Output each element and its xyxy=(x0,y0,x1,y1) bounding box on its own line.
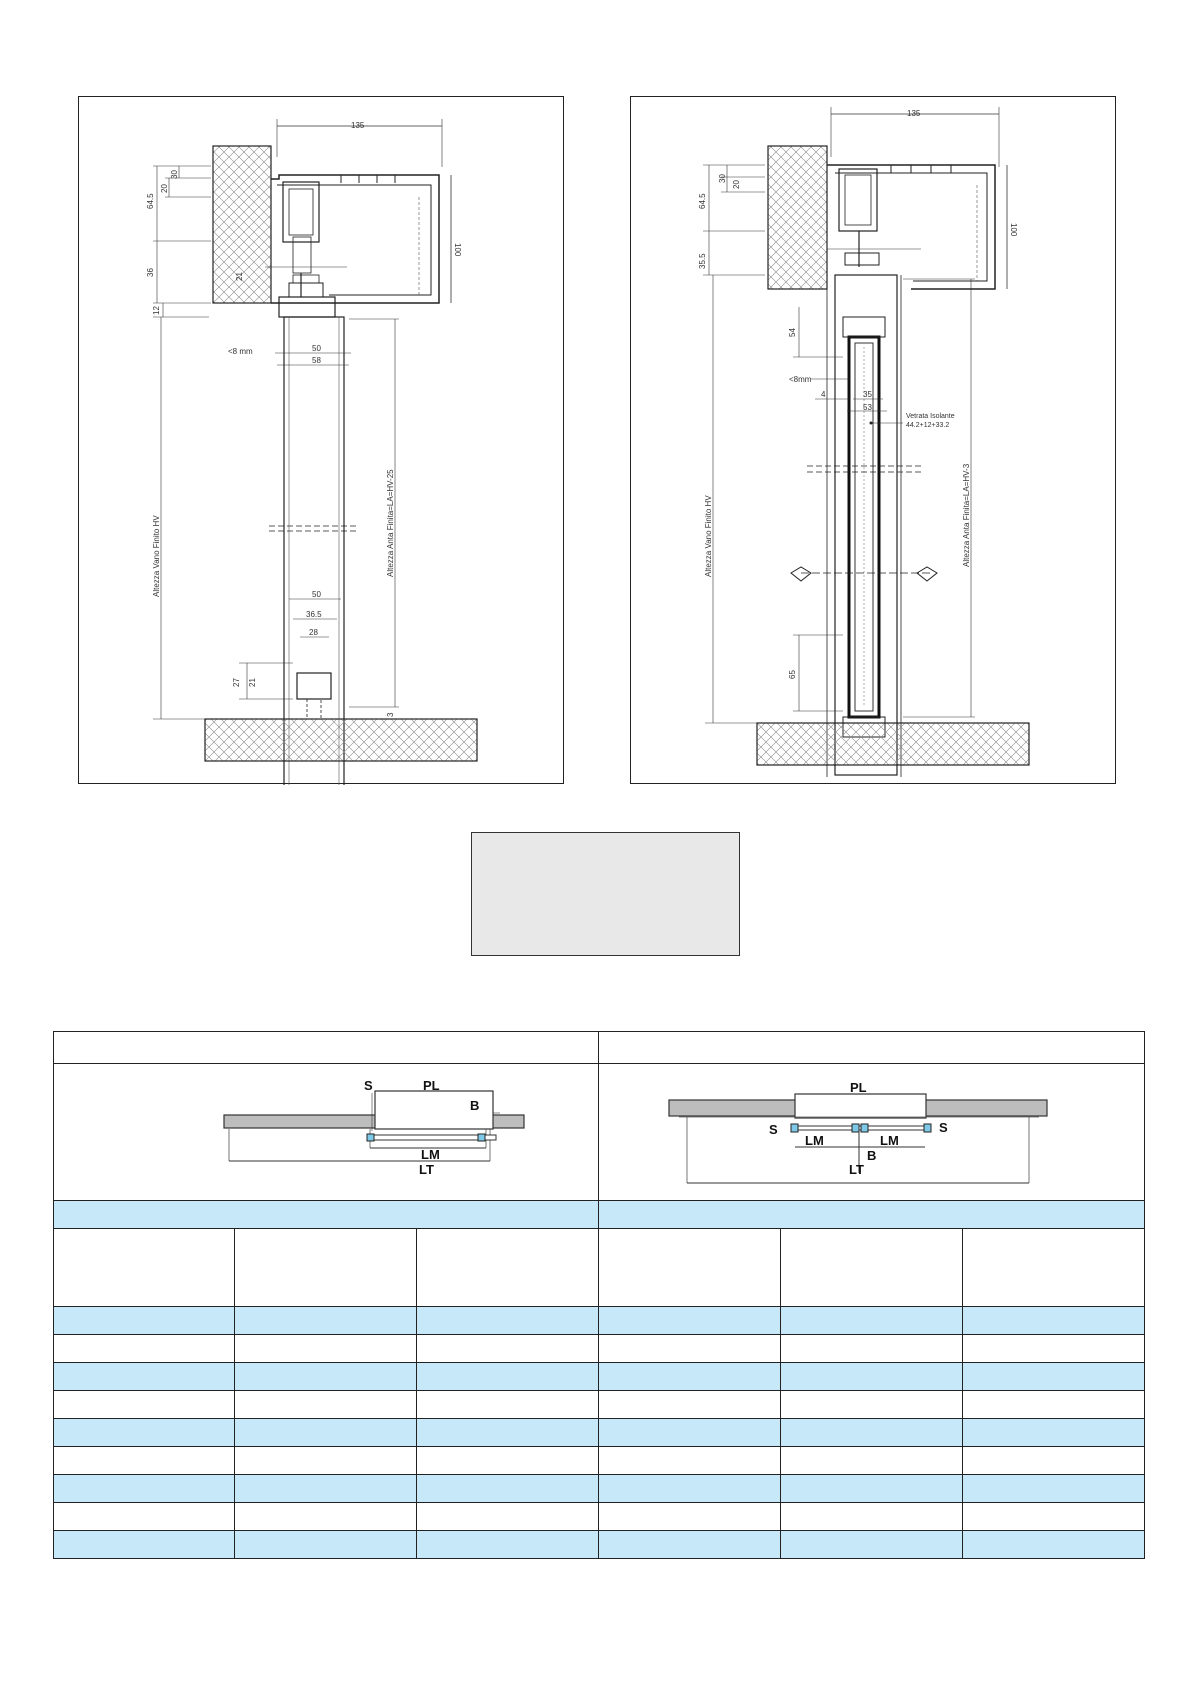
header-cell-double xyxy=(598,1031,1146,1064)
dim-35: 35 xyxy=(863,390,872,399)
table-row xyxy=(53,1334,1146,1363)
glazing-spec: 44.2+12+33.2 xyxy=(906,422,949,429)
door-leaf xyxy=(834,274,898,776)
trolley xyxy=(282,181,320,243)
table-row xyxy=(53,1530,1146,1559)
table-row xyxy=(53,1390,1146,1419)
label-lm-right: LM xyxy=(880,1133,899,1148)
gap-label: <8 mm xyxy=(228,347,253,356)
column-header-row xyxy=(53,1228,1146,1307)
dim-54: 54 xyxy=(788,328,797,337)
dim-58: 58 xyxy=(312,356,321,365)
label-b: B xyxy=(470,1098,479,1113)
table-row xyxy=(53,1418,1146,1447)
col-header-1 xyxy=(53,1228,235,1307)
wall-block xyxy=(767,145,828,290)
floor-slab xyxy=(204,718,478,762)
dim-36-5: 36.5 xyxy=(306,610,322,619)
double-door-diagram: PL S S LM LM B LT xyxy=(668,1080,1048,1183)
table-row xyxy=(53,1502,1146,1531)
dim-50: 50 xyxy=(312,344,321,353)
col-header-2 xyxy=(234,1228,417,1307)
dim-53: 53 xyxy=(863,403,872,412)
dim-35-5: 35.5 xyxy=(698,253,707,269)
dim-30: 30 xyxy=(170,170,179,179)
diagram-row: S PL B LM LT PL xyxy=(52,1063,1146,1201)
left-section-svg: 135 100 64.5 30 20 36 12 21 <8 mm 50 58 … xyxy=(146,119,478,785)
label-b: B xyxy=(867,1148,876,1163)
label-s-right: S xyxy=(939,1120,948,1135)
dim-box-100: 100 xyxy=(453,243,462,257)
dim-3: 3 xyxy=(386,712,395,717)
dim-27: 27 xyxy=(232,678,241,687)
dim-21-bottom: 21 xyxy=(248,678,257,687)
dim-50-bottom: 50 xyxy=(312,590,321,599)
wall-block xyxy=(212,145,272,304)
label-pl: PL xyxy=(423,1078,440,1093)
diagram-double-cell: PL S S LM LM B LT xyxy=(598,1063,1146,1201)
label-altezza-anta: Altezza Anta Finita=LA=HV-3 xyxy=(962,463,971,567)
single-door-diagram: S PL B LM LT xyxy=(223,1078,525,1177)
label-lm: LM xyxy=(421,1147,440,1162)
col-header-6 xyxy=(962,1228,1146,1307)
dim-20: 20 xyxy=(160,184,169,193)
table-row xyxy=(53,1474,1146,1503)
dimensions-table: S PL B LM LT PL xyxy=(52,1031,1146,1559)
dim-28: 28 xyxy=(309,628,318,637)
track-profile xyxy=(271,174,440,304)
band-single xyxy=(52,1200,600,1229)
dim-top-135: 135 xyxy=(351,121,365,130)
table-row xyxy=(53,1446,1146,1475)
left-section-drawing: 135 100 64.5 30 20 36 12 21 <8 mm 50 58 … xyxy=(78,96,564,785)
dim-top-135: 135 xyxy=(907,109,921,118)
dim-21: 21 xyxy=(235,272,244,281)
band-double xyxy=(598,1200,1146,1229)
label-altezza-anta: Altezza Anta Finita=LA=HV-25 xyxy=(386,469,395,577)
label-lm-left: LM xyxy=(805,1133,824,1148)
label-pl: PL xyxy=(850,1080,867,1095)
dim-30: 30 xyxy=(718,174,727,183)
label-lt: LT xyxy=(849,1162,864,1177)
floor-guide xyxy=(296,672,332,700)
dim-box-100: 100 xyxy=(1009,223,1018,237)
col-header-5 xyxy=(780,1228,964,1307)
dim-64-5: 64.5 xyxy=(146,193,155,209)
right-section-drawing: 135 100 64.5 30 20 35.5 54 <8mm 4 3 xyxy=(630,96,1116,784)
dim-20: 20 xyxy=(732,180,741,189)
gray-info-box xyxy=(471,832,740,956)
table-row xyxy=(53,1362,1146,1391)
glazing-title: Vetrata Isolante xyxy=(906,413,955,420)
trolley xyxy=(838,168,878,232)
label-s-left: S xyxy=(769,1122,778,1137)
table-row xyxy=(53,1306,1146,1335)
dim-36: 36 xyxy=(146,268,155,277)
door-leaf xyxy=(283,316,345,785)
dim-12: 12 xyxy=(152,306,161,315)
label-s: S xyxy=(364,1078,373,1093)
floor-slab xyxy=(756,722,1030,766)
table-header-row xyxy=(52,1031,1146,1064)
dim-65: 65 xyxy=(788,670,797,679)
label-altezza-vano: Altezza Vano Finito HV xyxy=(704,495,713,577)
dim-4: 4 xyxy=(821,390,826,399)
section-band-row xyxy=(52,1200,1146,1229)
col-header-4 xyxy=(598,1228,782,1307)
col-header-3 xyxy=(415,1228,600,1307)
track-profile xyxy=(827,164,996,290)
dim-64-5: 64.5 xyxy=(698,193,707,209)
label-altezza-vano: Altezza Vano Finito HV xyxy=(152,515,161,597)
header-cell-single xyxy=(52,1031,600,1064)
right-section-svg: 135 100 64.5 30 20 35.5 54 <8mm 4 3 xyxy=(698,107,1030,777)
diagram-single-cell: S PL B LM LT xyxy=(52,1063,600,1201)
label-lt: LT xyxy=(419,1162,434,1177)
gap-label: <8mm xyxy=(789,375,812,384)
